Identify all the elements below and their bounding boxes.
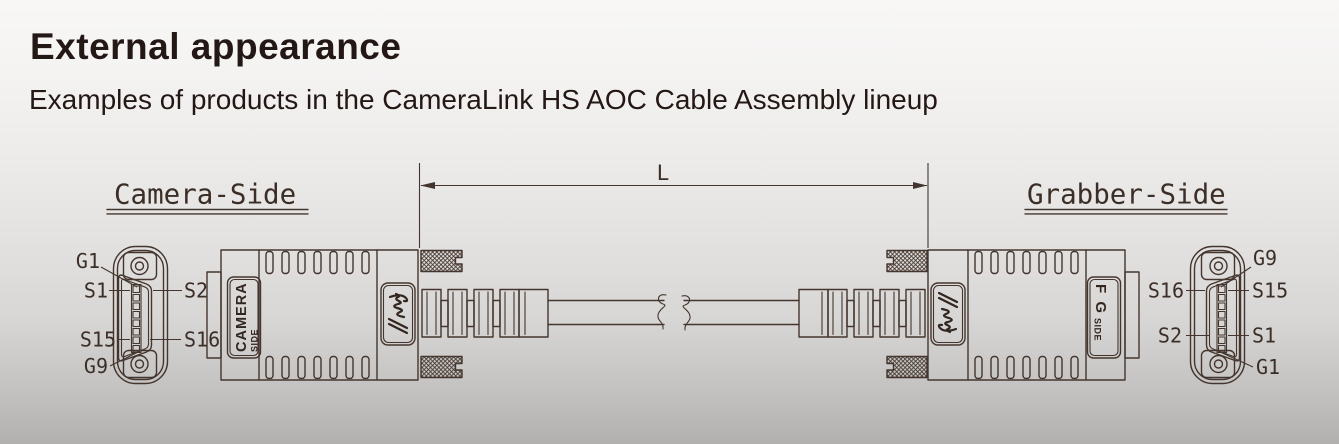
body-section-lines	[967, 249, 1087, 381]
screw-housing-top	[1200, 251, 1236, 281]
optical-cable	[547, 294, 800, 331]
screw-housing-top	[122, 251, 158, 281]
pin-label-s1: S1	[84, 279, 108, 303]
body-section-lines	[258, 249, 378, 381]
pin-contacts	[132, 285, 141, 353]
camera-side-plate	[226, 276, 262, 359]
mating-d-shell-inner	[1208, 278, 1238, 358]
grabber-connector-body	[927, 249, 1140, 381]
screw-bottom-icon	[130, 354, 149, 374]
fg-side-plate	[1086, 276, 1122, 359]
cable-left-segment	[547, 299, 665, 326]
grabber-side-heading: Grabber-Side	[1024, 179, 1228, 215]
pin-label-g9: G9	[84, 354, 108, 378]
pin-label-g1: G1	[76, 249, 100, 273]
grabber-side-heading-underline	[1024, 208, 1228, 215]
face-outer-shell	[112, 245, 169, 385]
grabber-strain-relief-bellows	[798, 288, 926, 338]
page-subtitle: Examples of products in the CameraLink H…	[29, 84, 938, 115]
cable-exit-ferrule	[798, 288, 829, 338]
mating-d-shell-inner	[120, 278, 150, 358]
camera-side-heading-underline	[106, 208, 309, 215]
grabber-side-heading-label: Grabber-Side	[1027, 179, 1226, 211]
screw-top-icon	[1209, 256, 1228, 276]
grip-slots-bottom	[265, 355, 370, 380]
dimension-arrow-left	[420, 182, 435, 189]
camera-face-pin-callouts: G1 S1 S2 S15 S16 G9	[76, 249, 220, 378]
pin-label-s2: S2	[184, 279, 208, 303]
grip-slots-bottom	[974, 355, 1079, 380]
leader-lines	[1186, 266, 1254, 368]
dimension-label: L	[657, 161, 670, 185]
mating-flange	[1124, 271, 1140, 359]
grabber-connector-face	[1189, 245, 1246, 385]
pin-label-s15: S15	[1252, 279, 1288, 303]
body-shell	[927, 249, 1126, 381]
screw-bottom-icon	[1209, 354, 1228, 374]
pin-label-g9: G9	[1253, 246, 1277, 270]
dimension-arrow-right	[913, 182, 928, 189]
pin-contacts	[1217, 285, 1226, 353]
page-title: External appearance	[30, 26, 402, 67]
cable-break-symbol-right	[681, 295, 691, 331]
thumbscrew-bottom	[420, 355, 463, 379]
camera-strain-relief-bellows	[421, 288, 549, 338]
fg-side-plate-primary-label: F G	[1092, 284, 1109, 315]
leader-lines	[100, 266, 182, 367]
thumbscrew-top	[420, 249, 463, 273]
brand-logo-icon	[387, 292, 409, 335]
pin-label-g1: G1	[1256, 355, 1280, 379]
face-outer-shell	[1189, 245, 1246, 385]
camera-connector-face	[112, 245, 169, 385]
thumbscrew-top	[886, 249, 928, 273]
pin-label-s16: S16	[1148, 279, 1184, 303]
grip-slots-top	[974, 250, 1079, 275]
pin-label-s15: S15	[80, 328, 116, 352]
camera-side-plate-primary-label: CAMERA	[234, 282, 250, 352]
cable-right-segment	[683, 299, 800, 326]
camera-side-heading: Camera-Side	[106, 179, 309, 215]
grabber-face-pin-callouts: G9 S16 S15 S2 S1 G1	[1148, 246, 1288, 379]
thumbscrew-bottom	[886, 355, 928, 379]
pin-label-s2: S2	[1158, 324, 1182, 348]
camera-side-heading-label: Camera-Side	[114, 179, 296, 211]
dimension-extension-lines	[418, 163, 929, 248]
brand-logo-plate	[930, 282, 966, 346]
face-inner-shell	[1193, 249, 1242, 381]
camera-thumbscrews	[420, 249, 463, 379]
camera-side-plate-secondary-label: SIDE	[250, 329, 260, 352]
brand-logo-plate	[380, 282, 416, 346]
grip-slots-top	[265, 250, 370, 275]
face-inner-shell	[116, 249, 165, 381]
screw-top-icon	[130, 256, 149, 276]
grabber-thumbscrews	[886, 249, 928, 379]
cable-break-symbol-left	[657, 294, 667, 330]
pin-label-s1: S1	[1252, 324, 1276, 348]
fg-side-plate-secondary-label: SIDE	[1093, 318, 1103, 341]
body-shell	[220, 249, 419, 381]
camera-connector-body	[206, 249, 419, 381]
cable-exit-ferrule	[518, 288, 549, 338]
pin-label-s16: S16	[184, 328, 220, 352]
brand-logo-icon	[937, 291, 959, 334]
mating-d-shell-outer	[1205, 274, 1241, 362]
length-dimension: L	[418, 161, 929, 248]
